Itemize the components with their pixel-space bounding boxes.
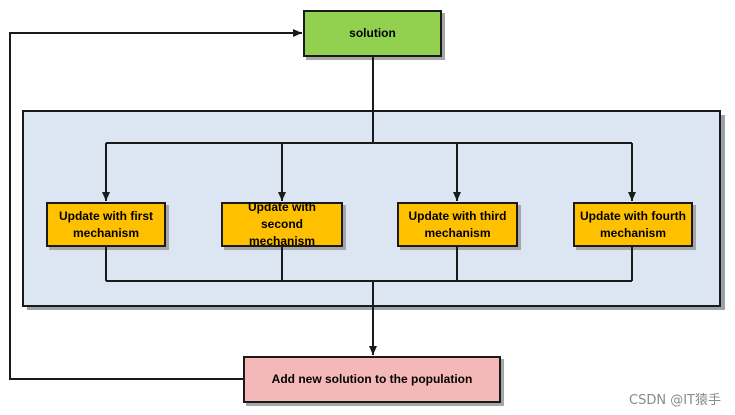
mechanism-3-node: Update with third mechanism (397, 202, 518, 247)
mechanism-1-node: Update with first mechanism (46, 202, 166, 247)
solution-node: solution (303, 10, 442, 57)
add-solution-node: Add new solution to the population (243, 356, 501, 403)
mechanism-4-node: Update with fourth mechanism (573, 202, 693, 247)
watermark-text: CSDN @IT猿手 (629, 393, 721, 408)
mechanism-4-label: Update with fourth mechanism (580, 208, 686, 240)
mechanism-2-label: Update with second mechanism (248, 200, 316, 248)
mechanism-1-label: Update with first mechanism (58, 208, 153, 240)
add-solution-label: Add new solution to the population (271, 372, 473, 386)
mechanism-2-node: Update with second mechanism (221, 200, 343, 248)
solution-label: solution (349, 26, 396, 40)
feedback-loop-arrow (9, 29, 302, 380)
mechanism-3-label: Update with third mechanism (408, 208, 507, 240)
